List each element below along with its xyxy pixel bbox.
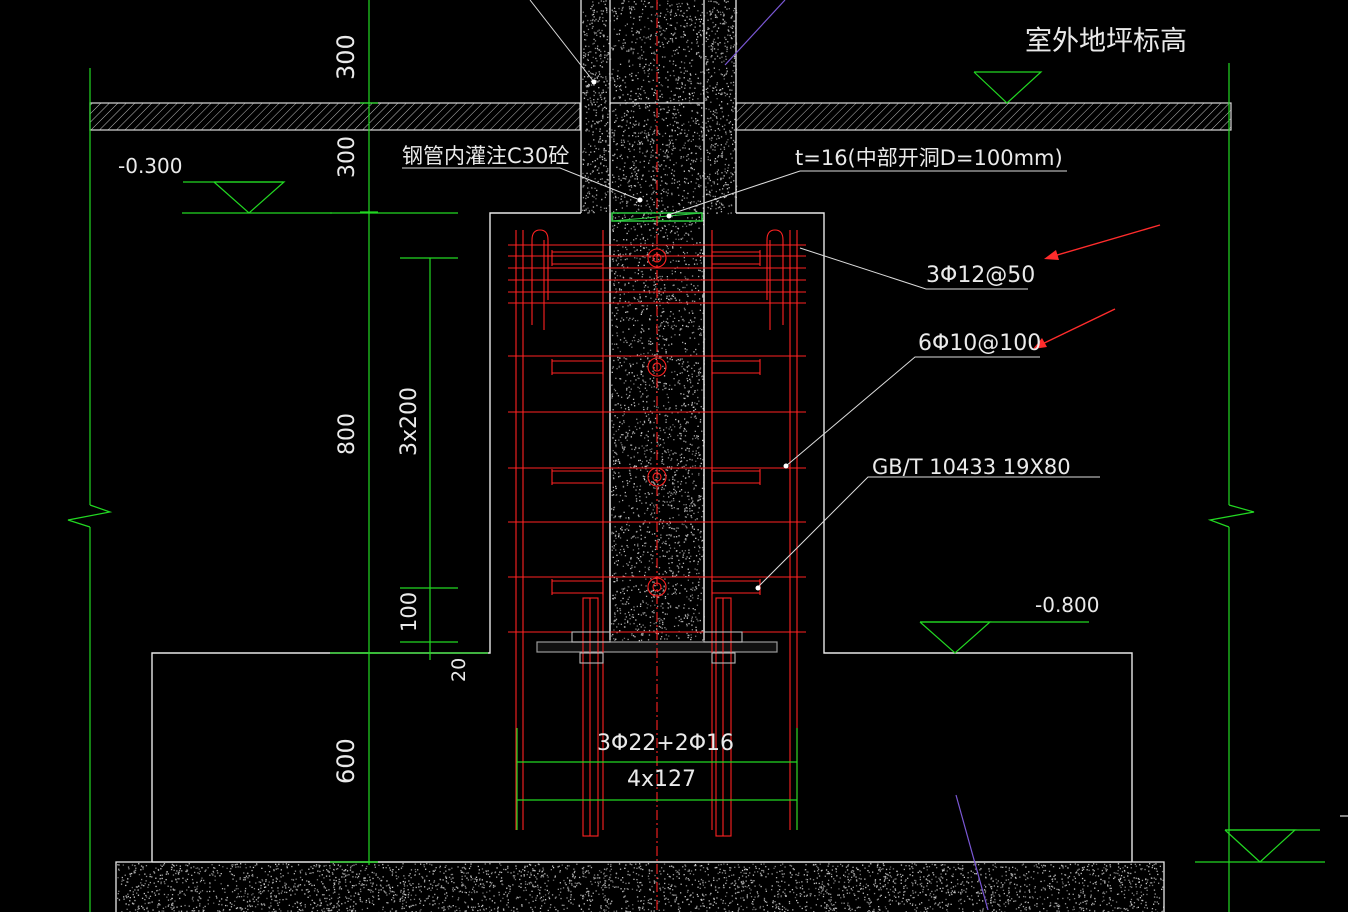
anchor-bolts (571, 597, 743, 837)
stirrup-top-label: 3Φ12@50 (926, 263, 1035, 288)
leader-lines (402, 0, 1100, 589)
dim-3x200: 3x200 (397, 387, 422, 456)
dim-600: 600 (332, 738, 360, 784)
ground-hatch-left (89, 102, 581, 131)
pedestal-outline (151, 212, 1133, 862)
concrete-texture-base (117, 863, 1165, 912)
bar-spacing-label: 4x127 (627, 767, 696, 792)
plate-note: t=16(中部开洞D=100mm) (795, 146, 1063, 170)
level-lower: -0.800 (1035, 593, 1099, 617)
leader-dots (591, 79, 789, 591)
dim-20: 20 (448, 658, 470, 682)
dim-300-lower: 300 (335, 136, 360, 178)
dim-100: 100 (397, 592, 421, 632)
dimension-lines (67, 0, 1325, 912)
outdoor-grade-title: 室外地坪标高 (1025, 26, 1187, 57)
stirrup-main-label: 6Φ10@100 (918, 331, 1041, 356)
concrete-texture-column (582, 0, 738, 642)
dim-800: 800 (335, 413, 360, 455)
level-upper: -0.300 (118, 154, 182, 178)
longitudinal-bars-label: 3Φ22+2Φ16 (597, 731, 734, 756)
rebar-cage (508, 0, 806, 910)
purple-leaders (724, 0, 989, 911)
cushion-outline (115, 861, 1165, 912)
arrowhead-upper (1044, 250, 1059, 260)
ground-hatch-right (735, 102, 1232, 131)
arrowhead-lower (1033, 338, 1047, 349)
stud-spec-label: GB/T 10433 19X80 (872, 455, 1071, 479)
red-annotation-arrows (1035, 224, 1161, 348)
dim-300-top: 300 (332, 34, 360, 80)
grout-note: 钢管内灌注C30砼 (402, 144, 569, 168)
